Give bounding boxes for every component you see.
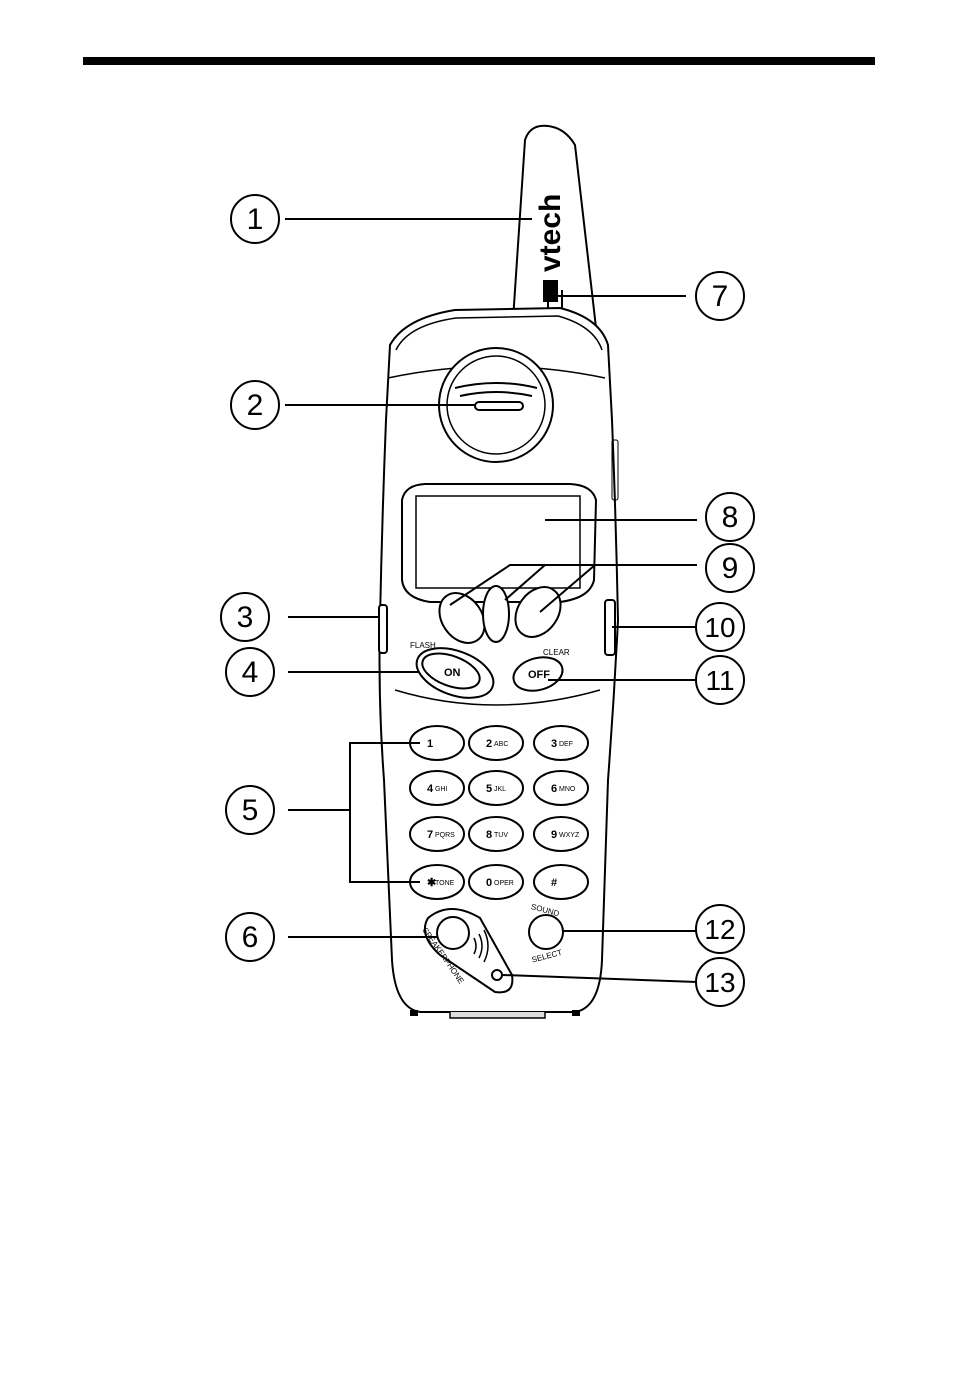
callout-number: 1	[247, 203, 264, 236]
key-12[interactable]: #	[533, 864, 589, 900]
key-letters: OPER	[494, 880, 514, 887]
antenna: vtech	[510, 124, 600, 347]
callout-number: 11	[705, 665, 734, 696]
soft-key-right	[514, 586, 562, 638]
callout-number: 7	[712, 280, 729, 313]
callout-9: 9	[705, 543, 755, 593]
key-letters: GHI	[435, 786, 448, 793]
key-digit: 2	[486, 738, 492, 750]
clear-label: CLEAR	[543, 648, 570, 657]
key-letters: MNO	[559, 786, 576, 793]
on-button[interactable]	[410, 639, 500, 708]
key-letters: TUV	[494, 832, 508, 839]
microphone	[491, 969, 503, 981]
key-letters: TONE	[435, 880, 455, 887]
callout-7: 7	[695, 271, 745, 321]
key-digit: 7	[427, 829, 433, 841]
key-letters: PQRS	[435, 832, 455, 839]
key-digit: 4	[427, 783, 434, 795]
callout-1: 1	[230, 194, 280, 244]
key-letters: ABC	[494, 741, 508, 748]
callout-13: 13	[695, 957, 745, 1007]
brand-logo: vtech	[534, 194, 567, 272]
antenna-indicator	[543, 280, 558, 302]
callout-number: 5	[242, 794, 259, 827]
callout-number: 6	[242, 921, 259, 954]
key-letters: WXYZ	[559, 832, 580, 839]
callout-number: 2	[247, 389, 264, 422]
callout-number: 13	[704, 967, 735, 998]
callout-12: 12	[695, 904, 745, 954]
callout-number: 10	[704, 612, 735, 643]
callout-6: 6	[225, 912, 275, 962]
key-digit: 6	[551, 783, 557, 795]
on-label: ON	[444, 667, 461, 679]
callout-10: 10	[695, 602, 745, 652]
key-digit: ✱	[427, 877, 436, 889]
key-digit: 0	[486, 877, 492, 889]
off-button[interactable]	[510, 652, 567, 696]
callout-number: 4	[242, 656, 259, 689]
key-digit: 8	[486, 829, 492, 841]
key-digit: 9	[551, 829, 557, 841]
lcd-display	[401, 483, 598, 603]
callout-3: 3	[220, 592, 270, 642]
callout-8: 8	[705, 492, 755, 542]
key-digit: 5	[486, 783, 492, 795]
sound-select-button[interactable]	[528, 914, 564, 950]
callout-11: 11	[695, 655, 745, 705]
callout-5: 5	[225, 785, 275, 835]
callout-number: 9	[722, 552, 739, 585]
leader-lines	[285, 218, 698, 983]
speakerphone-button[interactable]	[436, 916, 470, 950]
soft-key-center	[482, 585, 510, 643]
top-rule	[83, 57, 875, 65]
off-label: OFF	[528, 669, 550, 681]
key-digit: 3	[551, 738, 557, 750]
callout-number: 8	[722, 501, 739, 534]
callout-2: 2	[230, 380, 280, 430]
earpiece	[438, 347, 554, 463]
callout-number: 12	[704, 914, 735, 945]
key-digit: 1	[427, 738, 433, 750]
callout-4: 4	[225, 647, 275, 697]
key-letters: DEF	[559, 741, 573, 748]
side-button-left[interactable]	[378, 604, 388, 654]
key-letters: JKL	[494, 786, 506, 793]
callout-number: 3	[237, 601, 254, 634]
key-digit: #	[551, 877, 557, 889]
flash-label: FLASH	[410, 641, 436, 650]
